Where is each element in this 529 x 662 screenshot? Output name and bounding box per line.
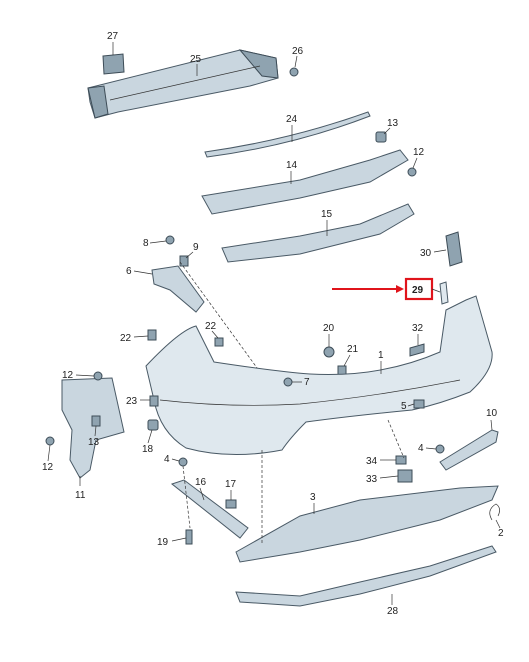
part-27 xyxy=(102,53,125,75)
callout-30: 30 xyxy=(420,248,432,259)
callout-4-left: 4 xyxy=(164,454,170,465)
callout-27: 27 xyxy=(107,31,119,42)
part-12-screw xyxy=(407,167,417,177)
callout-15: 15 xyxy=(321,209,333,220)
part-33-bracket xyxy=(397,469,413,483)
part-10-trim-strip xyxy=(439,429,499,471)
part-13-clip xyxy=(375,131,387,143)
part-17-clip xyxy=(225,499,237,509)
callout-16: 16 xyxy=(195,477,207,488)
callout-13-top: 13 xyxy=(387,118,399,129)
part-7-screw xyxy=(283,377,293,387)
part-25-impact-beam xyxy=(87,49,279,119)
part-24-upper-trim xyxy=(204,111,371,158)
callout-11: 11 xyxy=(75,490,86,501)
part-32-bracket xyxy=(409,343,425,357)
callout-12-bottom: 12 xyxy=(42,462,54,473)
callout-20: 20 xyxy=(323,323,335,334)
part-23-clip xyxy=(149,395,159,407)
part-14-guide-rail xyxy=(201,149,409,215)
part-15-energy-absorber xyxy=(221,203,415,263)
callout-13-left: 13 xyxy=(88,437,100,448)
callout-12-left: 12 xyxy=(62,370,74,381)
callout-21: 21 xyxy=(347,344,359,355)
callout-10: 10 xyxy=(486,408,498,419)
callout-22-center: 22 xyxy=(205,321,217,332)
callout-1: 1 xyxy=(378,350,384,361)
callout-12-top: 12 xyxy=(413,147,425,158)
part-20-nut xyxy=(323,346,335,358)
arrow-head xyxy=(396,285,404,293)
part-3-diffuser xyxy=(235,485,499,563)
callout-7: 7 xyxy=(304,377,310,388)
callout-28: 28 xyxy=(387,606,399,617)
part-12-screw-left xyxy=(93,371,103,381)
callout-9: 9 xyxy=(193,242,199,253)
callout-25: 25 xyxy=(190,54,202,65)
callout-17: 17 xyxy=(225,479,237,490)
part-30-reflector xyxy=(445,231,463,267)
part-12-screw-bottom xyxy=(45,436,55,446)
part-9-clip xyxy=(179,255,189,267)
part-11-side-bracket xyxy=(61,377,125,479)
callout-24: 24 xyxy=(286,114,298,125)
callout-6: 6 xyxy=(126,266,132,277)
callout-33: 33 xyxy=(366,474,378,485)
part-5-clip xyxy=(413,399,425,409)
part-13-clip-left xyxy=(91,415,101,427)
part-1-bumper-cover xyxy=(145,295,493,455)
callout-3: 3 xyxy=(310,492,316,503)
part-2-hook xyxy=(489,503,500,521)
part-22-clip-center xyxy=(214,337,224,347)
part-16-bracket xyxy=(170,479,249,539)
callout-26: 26 xyxy=(292,46,304,57)
part-19-screw xyxy=(185,529,193,545)
callout-8: 8 xyxy=(143,238,149,249)
callout-2: 2 xyxy=(498,528,504,539)
callout-32: 32 xyxy=(412,323,424,334)
part-18-sensor xyxy=(147,419,159,431)
callout-29: 29 xyxy=(412,285,424,296)
part-6-guide-bracket xyxy=(151,265,205,313)
callout-14: 14 xyxy=(286,160,298,171)
part-22-clip-left xyxy=(147,329,157,341)
part-29 xyxy=(439,281,449,305)
callout-5: 5 xyxy=(401,401,407,412)
part-26-bolt xyxy=(289,67,299,77)
part-28-lower-trim xyxy=(235,545,497,607)
part-8-screw xyxy=(165,235,175,245)
part-4-bolt-right xyxy=(435,444,445,454)
part-4-bolt-left xyxy=(178,457,188,467)
callout-4-right: 4 xyxy=(418,443,424,454)
part-34-clip xyxy=(395,455,407,465)
callout-23: 23 xyxy=(126,396,138,407)
callout-22-left: 22 xyxy=(120,333,132,344)
callout-19: 19 xyxy=(157,537,169,548)
callout-34: 34 xyxy=(366,456,378,467)
callout-18: 18 xyxy=(142,444,154,455)
